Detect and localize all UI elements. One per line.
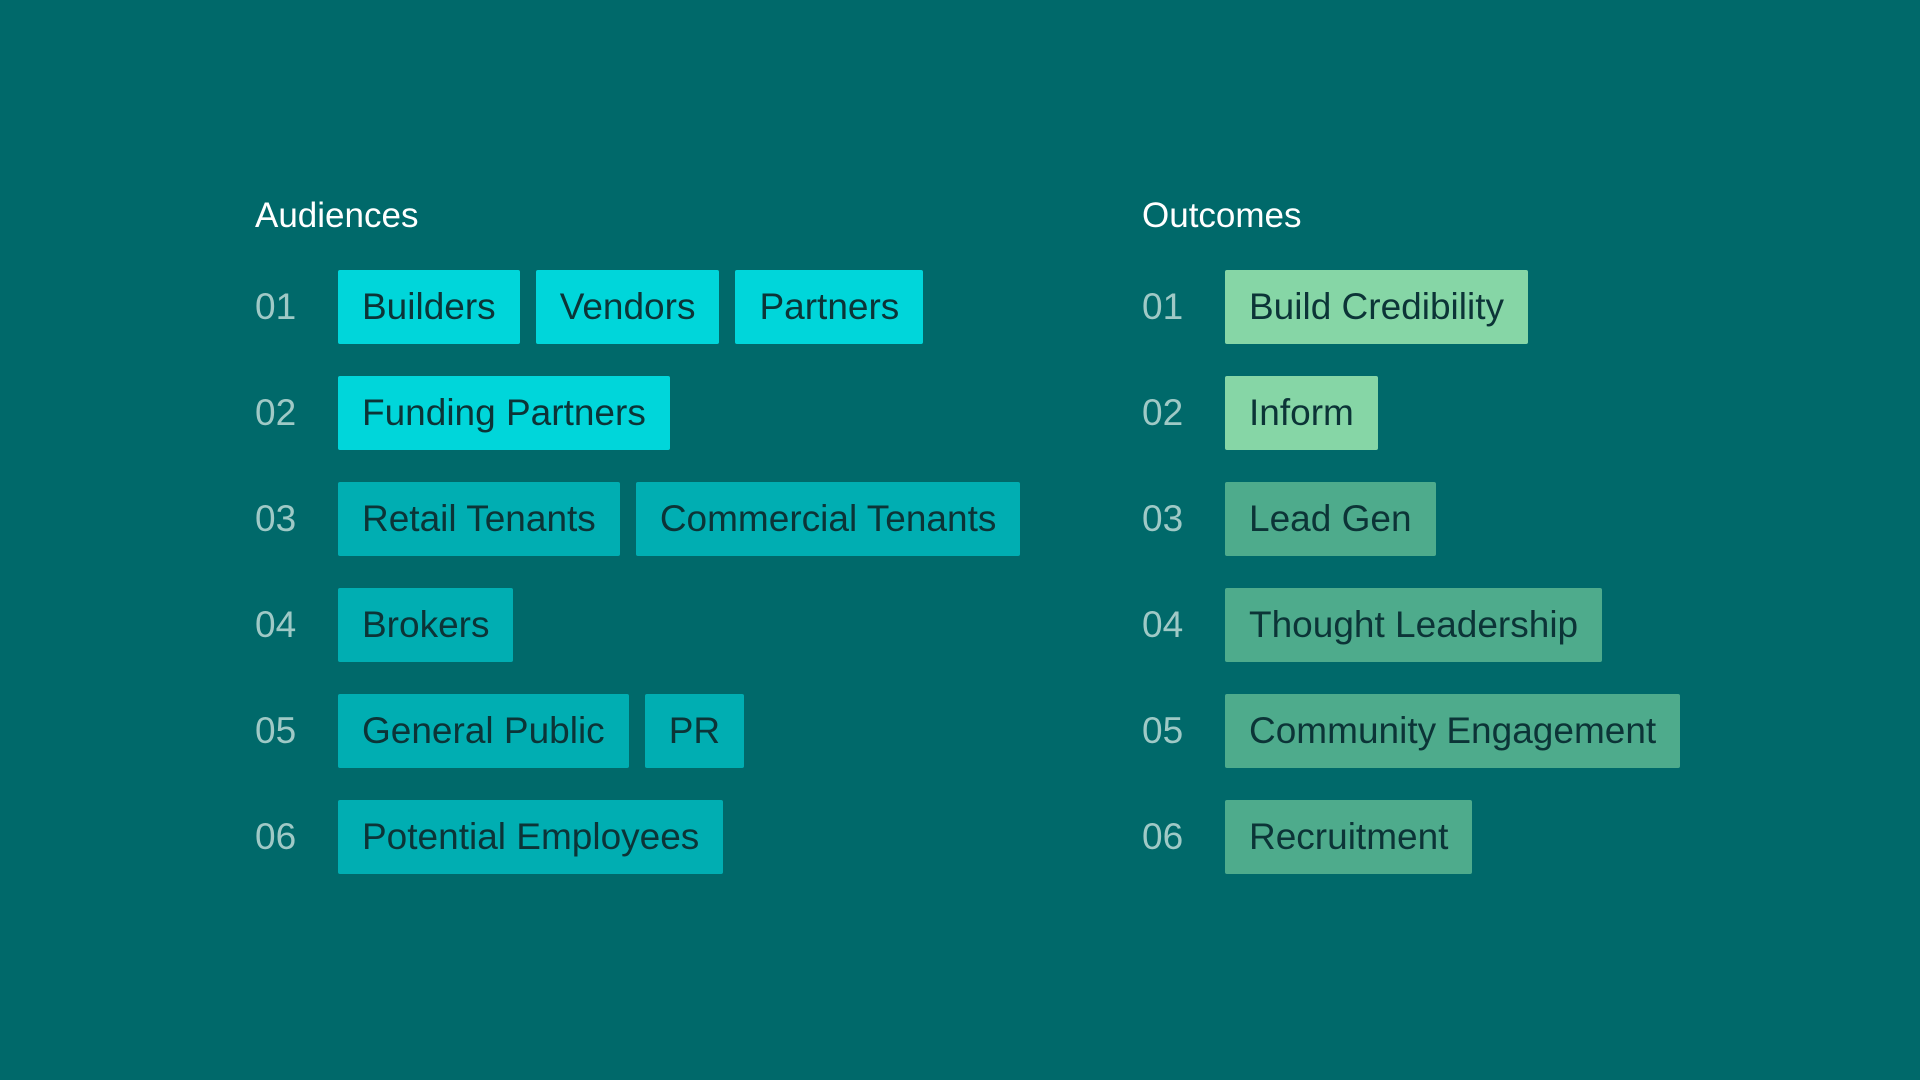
audience-tag-commercial-tenants: Commercial Tenants: [635, 482, 1021, 556]
outcome-tag-community-engagement: Community Engagement: [1225, 694, 1681, 768]
audience-row-03: 03 Retail Tenants Commercial Tenants: [255, 482, 1021, 556]
outcomes-title: Outcomes: [1142, 196, 1302, 235]
row-number: 02: [255, 392, 297, 433]
outcome-row-02: 02 Inform: [1142, 376, 1680, 450]
row-number: 03: [1142, 498, 1184, 539]
outcome-tag-recruitment: Recruitment: [1225, 800, 1473, 874]
audience-row-04: 04 Brokers: [255, 588, 1020, 662]
audience-row-01: 01 Builders Vendors Partners: [255, 270, 1020, 344]
audience-tag-vendors: Vendors: [535, 270, 720, 344]
audiences-list: 01 Builders Vendors Partners 02 Funding …: [255, 270, 1021, 874]
row-number: 05: [255, 710, 297, 751]
row-number: 04: [1142, 604, 1184, 645]
outcome-row-04: 04 Thought Leadership: [1142, 588, 1680, 662]
outcome-row-05: 05 Community Engagement: [1142, 694, 1681, 768]
audiences-column: Audiences 01 Builders Vendors Partners 0…: [255, 194, 1021, 906]
outcome-tag-lead-gen: Lead Gen: [1225, 482, 1436, 556]
row-number: 03: [255, 498, 297, 539]
audience-tag-partners: Partners: [735, 270, 924, 344]
outcome-tag-thought-leadership: Thought Leadership: [1225, 588, 1603, 662]
audience-row-06: 06 Potential Employees: [255, 800, 1020, 874]
audience-tag-potential-employees: Potential Employees: [338, 800, 724, 874]
row-number: 05: [1142, 710, 1184, 751]
outcome-row-01: 01 Build Credibility: [1142, 270, 1680, 344]
row-number: 01: [1142, 286, 1184, 327]
audience-tag-general-public: General Public: [338, 694, 629, 768]
audience-row-02: 02 Funding Partners: [255, 376, 1020, 450]
audience-row-05: 05 General Public PR: [255, 694, 1020, 768]
outcome-row-03: 03 Lead Gen: [1142, 482, 1680, 556]
outcomes-list: 01 Build Credibility 02 Inform 03 Lead G…: [1142, 270, 1681, 874]
audience-tag-brokers: Brokers: [338, 588, 514, 662]
row-number: 02: [1142, 392, 1184, 433]
outcome-row-06: 06 Recruitment: [1142, 800, 1680, 874]
audience-tag-funding-partners: Funding Partners: [338, 376, 670, 450]
row-number: 01: [255, 286, 297, 327]
audience-tag-pr: PR: [644, 694, 745, 768]
audiences-title: Audiences: [255, 196, 419, 235]
audience-tag-retail-tenants: Retail Tenants: [338, 482, 620, 556]
audience-tag-builders: Builders: [338, 270, 520, 344]
outcome-tag-build-credibility: Build Credibility: [1225, 270, 1528, 344]
outcomes-column: Outcomes 01 Build Credibility 02 Inform …: [1142, 194, 1681, 906]
outcome-tag-inform: Inform: [1225, 376, 1378, 450]
row-number: 06: [255, 816, 297, 857]
row-number: 04: [255, 604, 297, 645]
row-number: 06: [1142, 816, 1184, 857]
